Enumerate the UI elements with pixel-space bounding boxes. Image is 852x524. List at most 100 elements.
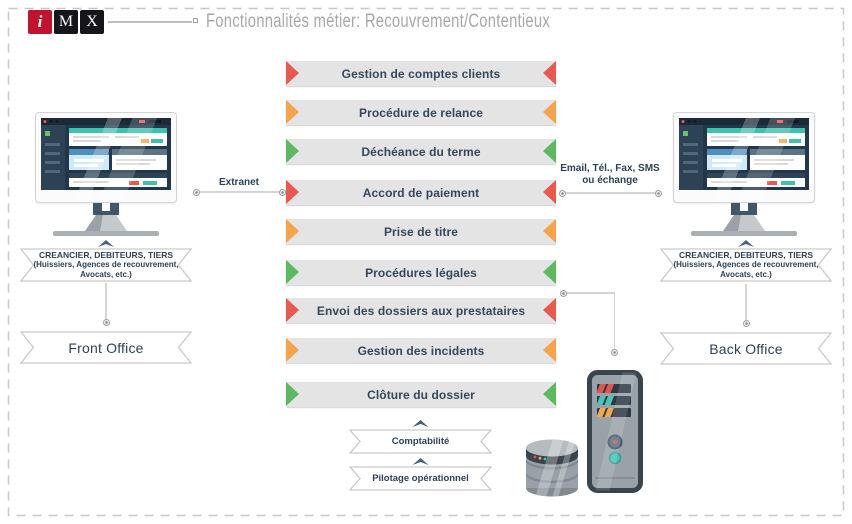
ui-card [707,173,805,187]
connector-dot [742,319,750,327]
chevron-up-icon [412,458,429,465]
chevron-right-icon [286,338,299,362]
process-step-label: Gestion des incidents [357,343,485,358]
chevron-right-icon [286,180,299,204]
chevron-left-icon [543,298,556,322]
ribbon-shape [349,429,492,454]
connector-dot [192,188,200,196]
process-step-label: Déchéance du terme [361,144,481,159]
logo-letter-i: i [28,10,52,34]
ribbon-shape [660,332,832,365]
chevron-up-icon [412,420,429,427]
ribbon-shape [349,466,492,491]
pilotage-ribbon: Pilotage opérationnel [349,466,492,491]
process-step-label: Prise de titre [383,224,459,239]
ribbon-shape [20,331,192,364]
ui-card [707,149,747,170]
connector-dot [654,189,662,197]
chevron-right-icon [286,100,299,124]
chevron-left-icon [543,139,556,163]
front-office-actors-ribbon: CREANCIER, DEBITEURS, TIERS (Huissiers, … [20,248,192,282]
process-step-label: Gestion de comptes clients [341,66,501,81]
chevron-right-icon [286,139,299,163]
email-channel-label-line2: ou échange [582,175,638,186]
front-office-ribbon: Front Office [20,331,192,364]
ui-card [69,173,167,187]
chevron-up-icon [738,240,754,247]
back-office-connector-line [745,284,747,321]
monitor-stand-neck [93,203,119,215]
process-step: Clôture du dossier [286,382,556,407]
ui-card [69,149,109,170]
chevron-right-icon [286,61,299,85]
process-step-label: Procédures légales [365,265,477,280]
monitor-stand [723,215,765,231]
chevron-left-icon [543,219,556,243]
server-connector-line-h [563,292,614,294]
monitor-bezel [35,112,177,203]
process-step: Procédures légales [286,260,556,285]
connector-dot [558,189,566,197]
process-step: Gestion des incidents [286,338,556,363]
chevron-right-icon [286,382,299,406]
back-office-actors-ribbon: CREANCIER, DEBITEURS, TIERS (Huissiers, … [660,248,832,282]
process-step: Accord de paiement [286,180,556,205]
server-connector-line-v [613,292,615,350]
actors-line3: Avocats, etc.) [720,270,772,279]
actors-line1: CREANCIER, DEBITEURS, TIERS [38,250,174,260]
connector-dot [278,188,286,196]
process-step-label: Accord de paiement [362,185,480,200]
actors-line2: (Huissiers, Agences de recouvrement, [673,260,819,269]
comptabilite-label: Comptabilité [391,436,450,447]
app-sidebar [41,125,65,190]
process-step: Déchéance du terme [286,139,556,164]
database-icon [526,439,578,497]
process-step: Gestion de comptes clients [286,61,556,86]
header-line-endpoint [193,18,198,23]
back-office-ribbon: Back Office [660,332,832,365]
header-connector-line [108,21,192,23]
page-title: Fonctionnalités métier: Recouvrement/Con… [206,11,551,32]
chevron-left-icon [543,61,556,85]
monitor-stand-neck [731,203,757,215]
connector-dot [610,348,618,356]
chevron-left-icon [543,260,556,284]
actors-line3: Avocats, etc.) [80,270,132,279]
email-channel-line [562,192,658,194]
chevron-left-icon [543,100,556,124]
connector-dot [559,289,567,297]
logo-letter-m: M [54,10,78,34]
front-office-connector-line [105,283,107,320]
comptabilite-ribbon: Comptabilité [349,429,492,454]
front-office-workstation [35,112,177,236]
ui-card [707,128,805,146]
chevron-left-icon [543,382,556,406]
monitor-screen [679,118,809,190]
ui-card [112,149,167,170]
extranet-label: Extranet [218,177,259,188]
app-titlebar [679,118,809,125]
chevron-right-icon [286,298,299,322]
monitor-stand [85,215,127,231]
actors-line1: CREANCIER, DEBITEURS, TIERS [678,250,814,260]
process-step: Prise de titre [286,219,556,244]
monitor-stand-base [691,231,797,236]
connector-dot [102,318,110,326]
app-titlebar [41,118,171,125]
back-office-workstation [673,112,815,236]
monitor-bezel [673,112,815,203]
chevron-right-icon [286,219,299,243]
front-office-label: Front Office [68,339,144,356]
extranet-line [196,191,282,193]
process-step: Procédure de relance [286,100,556,125]
chevron-right-icon [286,260,299,284]
monitor-stand-base [53,231,159,236]
imx-logo: i M X [28,10,104,34]
chevron-left-icon [543,180,556,204]
process-step-label: Envoi des dossiers aux prestataires [316,303,526,318]
email-channel-label: Email, Tél., Fax, SMS ou échange [560,163,660,187]
process-step-label: Clôture du dossier [367,387,475,402]
ui-card [69,128,167,146]
logo-letter-x: X [80,10,104,34]
